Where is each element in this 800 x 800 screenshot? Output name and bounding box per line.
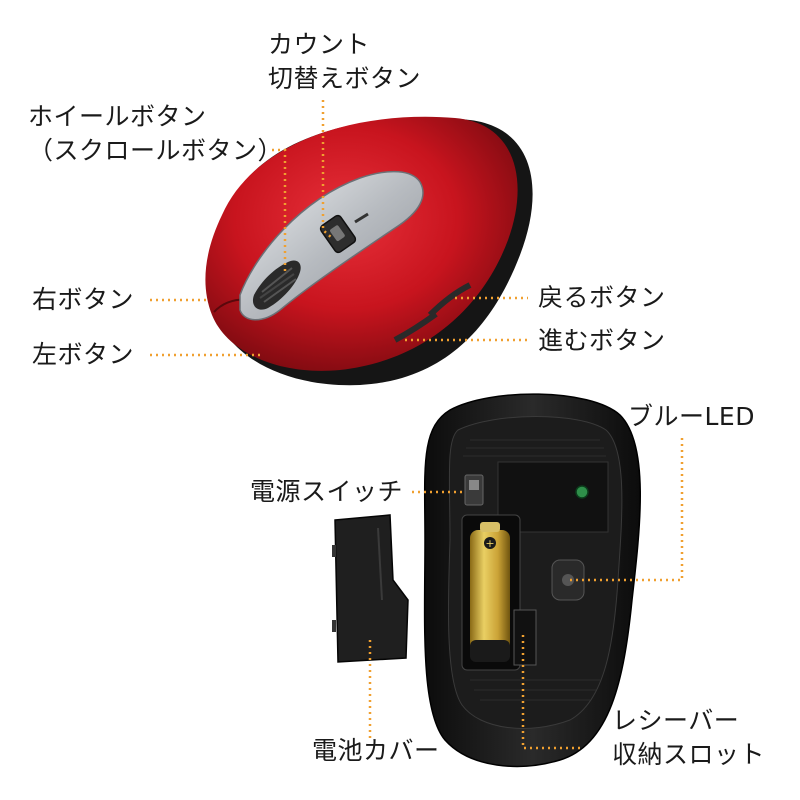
label-power-switch: 電源スイッチ	[250, 477, 404, 506]
label-wheel-button-line1: ホイールボタン	[28, 102, 207, 131]
svg-text:+: +	[485, 537, 494, 550]
label-wheel-button: ホイールボタン （スクロールボタン）	[28, 100, 283, 168]
label-battery-cover: 電池カバー	[312, 736, 440, 765]
label-count-switch: カウント 切替えボタン	[268, 28, 421, 96]
side-back-button	[427, 282, 472, 318]
leader-blue-led	[570, 438, 684, 582]
battery-cover-piece	[332, 514, 409, 663]
receiver-slot	[513, 609, 537, 666]
mouse-top-view	[205, 116, 533, 386]
label-blue-led: ブルーLED	[628, 402, 755, 431]
leader-receiver-slot	[521, 635, 580, 750]
label-forward-button: 進むボタン	[538, 326, 666, 355]
label-back-button: 戻るボタン	[538, 283, 666, 312]
mouse-bottom-view: +	[423, 393, 641, 768]
leader-count-switch	[321, 100, 333, 239]
count-switch-button	[319, 214, 357, 254]
blue-led-dot	[575, 485, 589, 499]
label-count-switch-line2: 切替えボタン	[268, 64, 422, 93]
aa-battery: +	[470, 522, 510, 662]
side-forward-button	[393, 311, 438, 343]
label-receiver-slot-line2: 収納スロット	[612, 740, 766, 769]
label-receiver-slot: レシーバー 収納スロット	[612, 704, 765, 772]
leader-wheel-button	[272, 148, 287, 272]
label-receiver-slot-line1: レシーバー	[612, 706, 740, 735]
label-left-button: 左ボタン	[32, 340, 135, 369]
label-count-switch-line1: カウント	[268, 30, 371, 59]
underside-texture	[463, 439, 606, 701]
leader-lines	[150, 100, 684, 750]
scroll-wheel	[252, 260, 301, 310]
label-right-button: 右ボタン	[32, 285, 135, 314]
label-wheel-button-line2: （スクロールボタン）	[28, 136, 284, 165]
